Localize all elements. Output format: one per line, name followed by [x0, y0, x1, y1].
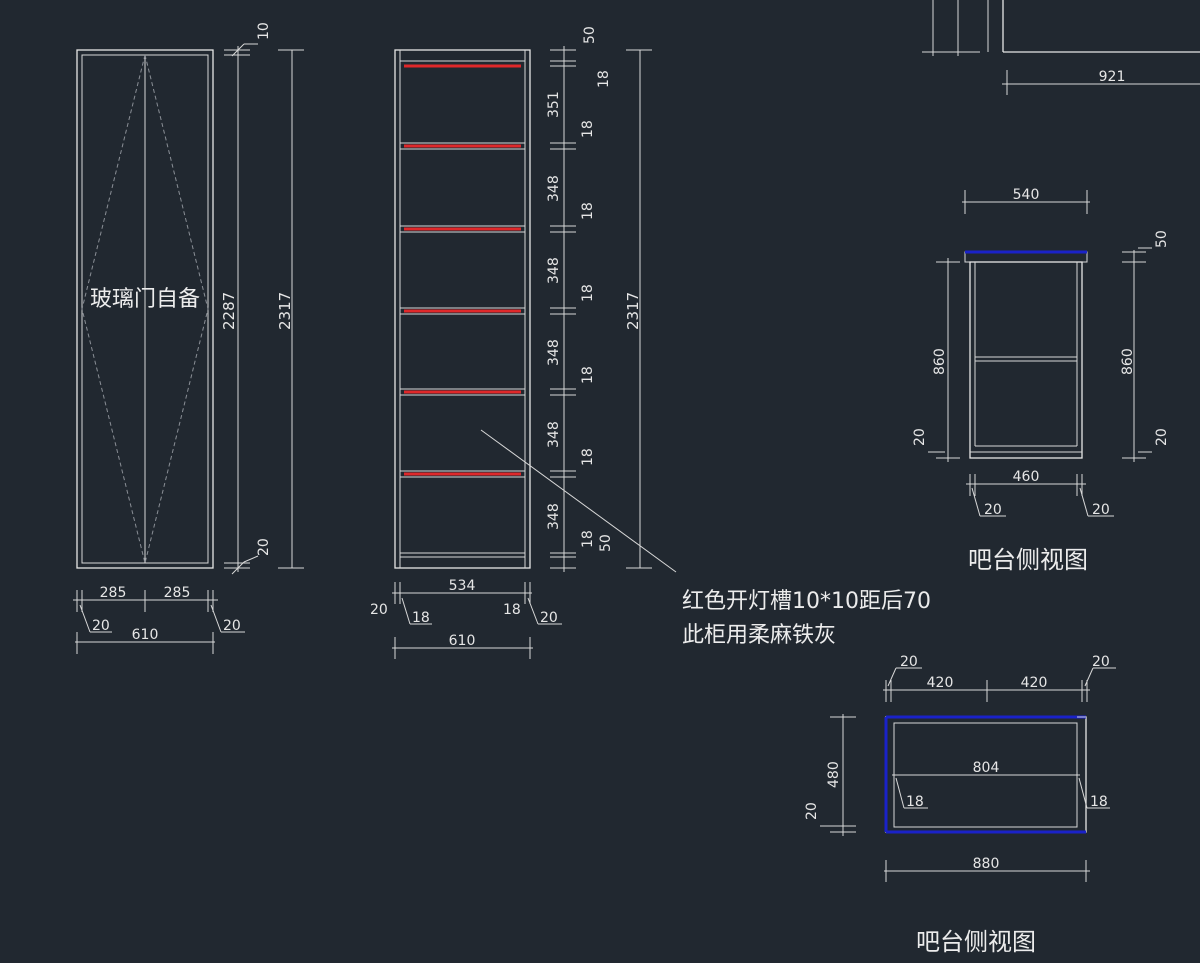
bar-side-dim-base-right: 20: [1154, 428, 1170, 446]
bar-plan-dim-edge-left: 20: [900, 654, 918, 670]
bar-side-view-title: 吧台侧视图: [968, 546, 1088, 574]
door-dim-edge-left: 20: [92, 618, 110, 634]
bar-plan-dim-inner-width: 804: [973, 760, 1000, 776]
door-swing-right: [144, 54, 209, 564]
shelf-dim-side-right-inner: 18: [503, 602, 521, 618]
bar-plan-dim-panel-left: 18: [906, 794, 924, 810]
bar-side-dim-inner-width: 460: [1013, 469, 1040, 485]
shelf-dim-s6: 348: [546, 503, 562, 530]
bar-plan-view: 20 420 420 20 804 18 18 480 20 880 吧台侧视图: [804, 654, 1116, 956]
bar-side-dim-top-width: 540: [1013, 187, 1040, 203]
door-label: 玻璃门自备: [90, 287, 200, 312]
door-dim-height-inner: 2287: [220, 292, 238, 330]
shelf-dim-t4: 18: [580, 284, 596, 302]
note-leader-line: [480, 429, 677, 573]
bar-side-dim-height-left: 860: [932, 348, 948, 375]
note-line-2: 此柜用柔麻铁灰: [682, 623, 836, 648]
bar-side-dim-top-thickness: 50: [1154, 230, 1170, 248]
door-swing-left: [81, 54, 146, 564]
door-outer-frame: [76, 49, 214, 569]
shelf-dim-t7: 18: [580, 530, 596, 548]
shelf-dim-width: 610: [449, 633, 476, 649]
shelf-dim-t5: 18: [580, 366, 596, 384]
note-line-1: 红色开灯槽10*10距后70: [682, 589, 931, 614]
door-dim-width: 610: [132, 627, 159, 643]
door-dim-top: 10: [256, 22, 272, 40]
door-dim-half-right: 285: [164, 585, 191, 601]
shelf-dim-s1: 351: [546, 91, 562, 118]
door-dim-bottom: 20: [256, 538, 272, 556]
shelf-dim-s2: 348: [546, 175, 562, 202]
door-dim-height-total: 2317: [276, 292, 294, 330]
bar-plan-dim-depth: 480: [826, 761, 842, 788]
shelf-dim-side-left-inner: 18: [412, 610, 430, 626]
bar-side-dim-edge-right: 20: [1092, 502, 1110, 518]
shelf-dim-bottom: 50: [598, 534, 614, 552]
bar-plan-dim-half-right: 420: [1021, 675, 1048, 691]
bar-plan-dim-edge-right: 20: [1092, 654, 1110, 670]
shelf-elevation: 50 18 351 18 348 18 348 18 348 18 348 18…: [370, 26, 652, 659]
bar-plan-view-title: 吧台侧视图: [916, 928, 1036, 956]
bar-side-view: 540 860 20 50 860 20 460 20: [912, 187, 1170, 574]
bar-plan-dim-half-left: 420: [927, 675, 954, 691]
shelf-dim-t6: 18: [580, 448, 596, 466]
bar-side-dim-base-left: 20: [912, 428, 928, 446]
door-elevation: 玻璃门自备 10 2287 20 2317 285 285 20 20: [73, 22, 304, 654]
shelf-dim-side-right-outer: 20: [540, 610, 558, 626]
shelf-outer-frame: [394, 49, 531, 569]
door-dim-half-left: 285: [100, 585, 127, 601]
shelf-dim-side-left-outer: 20: [370, 602, 388, 618]
bar-plan-dim-width: 880: [973, 856, 1000, 872]
shelf-dim-height-total: 2317: [624, 292, 642, 330]
partial-dim-width: 921: [1099, 69, 1126, 85]
shelf-dim-t2: 18: [580, 120, 596, 138]
shelf-dim-s4: 348: [546, 339, 562, 366]
door-dim-edge-right: 20: [223, 618, 241, 634]
bar-side-body: [969, 261, 1083, 459]
bar-side-dim-edge-left: 20: [984, 502, 1002, 518]
bar-plan-dim-panel-right: 18: [1090, 794, 1108, 810]
shelf-dim-s3: 348: [546, 257, 562, 284]
shelf-dim-top: 50: [582, 26, 598, 44]
shelf-dim-inner-width: 534: [449, 578, 476, 594]
annotation-note: 红色开灯槽10*10距后70 此柜用柔麻铁灰: [480, 429, 931, 648]
shelf-dim-s5: 348: [546, 421, 562, 448]
shelf-dim-t1: 18: [596, 70, 612, 88]
shelf-dim-t3: 18: [580, 202, 596, 220]
partial-view-top: 921: [922, 0, 1200, 95]
bar-plan-dim-bottom-left: 20: [804, 802, 820, 820]
bar-side-dim-height-right: 860: [1120, 348, 1136, 375]
